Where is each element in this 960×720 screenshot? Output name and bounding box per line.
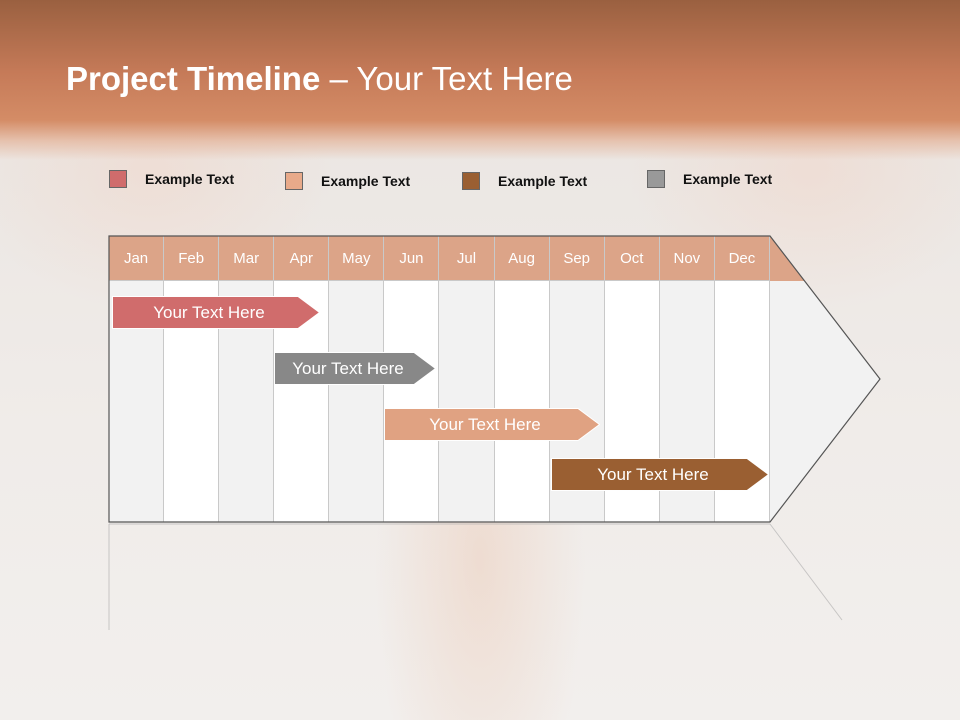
month-header: Aug <box>494 236 549 281</box>
legend-item: Example Text <box>462 172 587 190</box>
legend-swatch <box>462 172 480 190</box>
month-column: Jan <box>109 236 165 522</box>
legend-label: Example Text <box>498 173 588 189</box>
task-arrow-shape <box>112 296 320 329</box>
month-header: Jun <box>384 236 439 281</box>
task-arrow-shape <box>274 352 436 385</box>
task-arrow-body <box>112 296 320 329</box>
task-arrow-body <box>551 458 769 491</box>
month-header: Apr <box>274 236 329 281</box>
task-arrow-shape <box>551 458 769 491</box>
task-arrow[interactable]: Your Text Here <box>551 458 769 491</box>
task-arrow[interactable]: Your Text Here <box>384 408 600 441</box>
title-bold: Project Timeline <box>66 60 321 97</box>
task-label: Your Text Here <box>429 414 541 434</box>
month-header: Feb <box>164 236 219 281</box>
task-arrow[interactable]: Your Text Here <box>112 296 320 329</box>
legend-swatch <box>285 172 303 190</box>
month-header: Oct <box>604 236 659 281</box>
legend-label: Example Text <box>145 171 235 187</box>
month-column: Aug <box>494 236 550 522</box>
legend-label: Example Text <box>321 173 411 189</box>
legend-item: Example Text <box>285 172 410 190</box>
month-header: Mar <box>219 236 274 281</box>
month-column: Feb <box>164 236 220 522</box>
slide-title: Project Timeline – Your Text Here <box>66 60 573 98</box>
task-arrow-body <box>274 352 436 385</box>
title-rest: – Your Text Here <box>320 60 573 97</box>
month-header: Jan <box>109 236 164 281</box>
task-arrow[interactable]: Your Text Here <box>274 352 436 385</box>
task-arrow-shape <box>384 408 600 441</box>
month-header: Jul <box>439 236 494 281</box>
task-arrow-body <box>384 408 600 441</box>
legend-item: Example Text <box>109 170 234 188</box>
month-header: May <box>329 236 384 281</box>
month-header: Sep <box>549 236 604 281</box>
legend-swatch <box>109 170 127 188</box>
month-header: Nov <box>659 236 714 281</box>
month-header: Dec <box>714 236 769 281</box>
month-column: Jul <box>439 236 495 522</box>
legend-label: Example Text <box>683 171 773 187</box>
month-column: Mar <box>219 236 275 522</box>
legend-item: Example Text <box>647 170 772 188</box>
task-label: Your Text Here <box>292 358 404 378</box>
title-band <box>0 0 960 160</box>
legend: Example Text Example Text Example Text E… <box>0 170 960 194</box>
task-label: Your Text Here <box>153 302 265 322</box>
legend-swatch <box>647 170 665 188</box>
task-label: Your Text Here <box>597 464 709 484</box>
